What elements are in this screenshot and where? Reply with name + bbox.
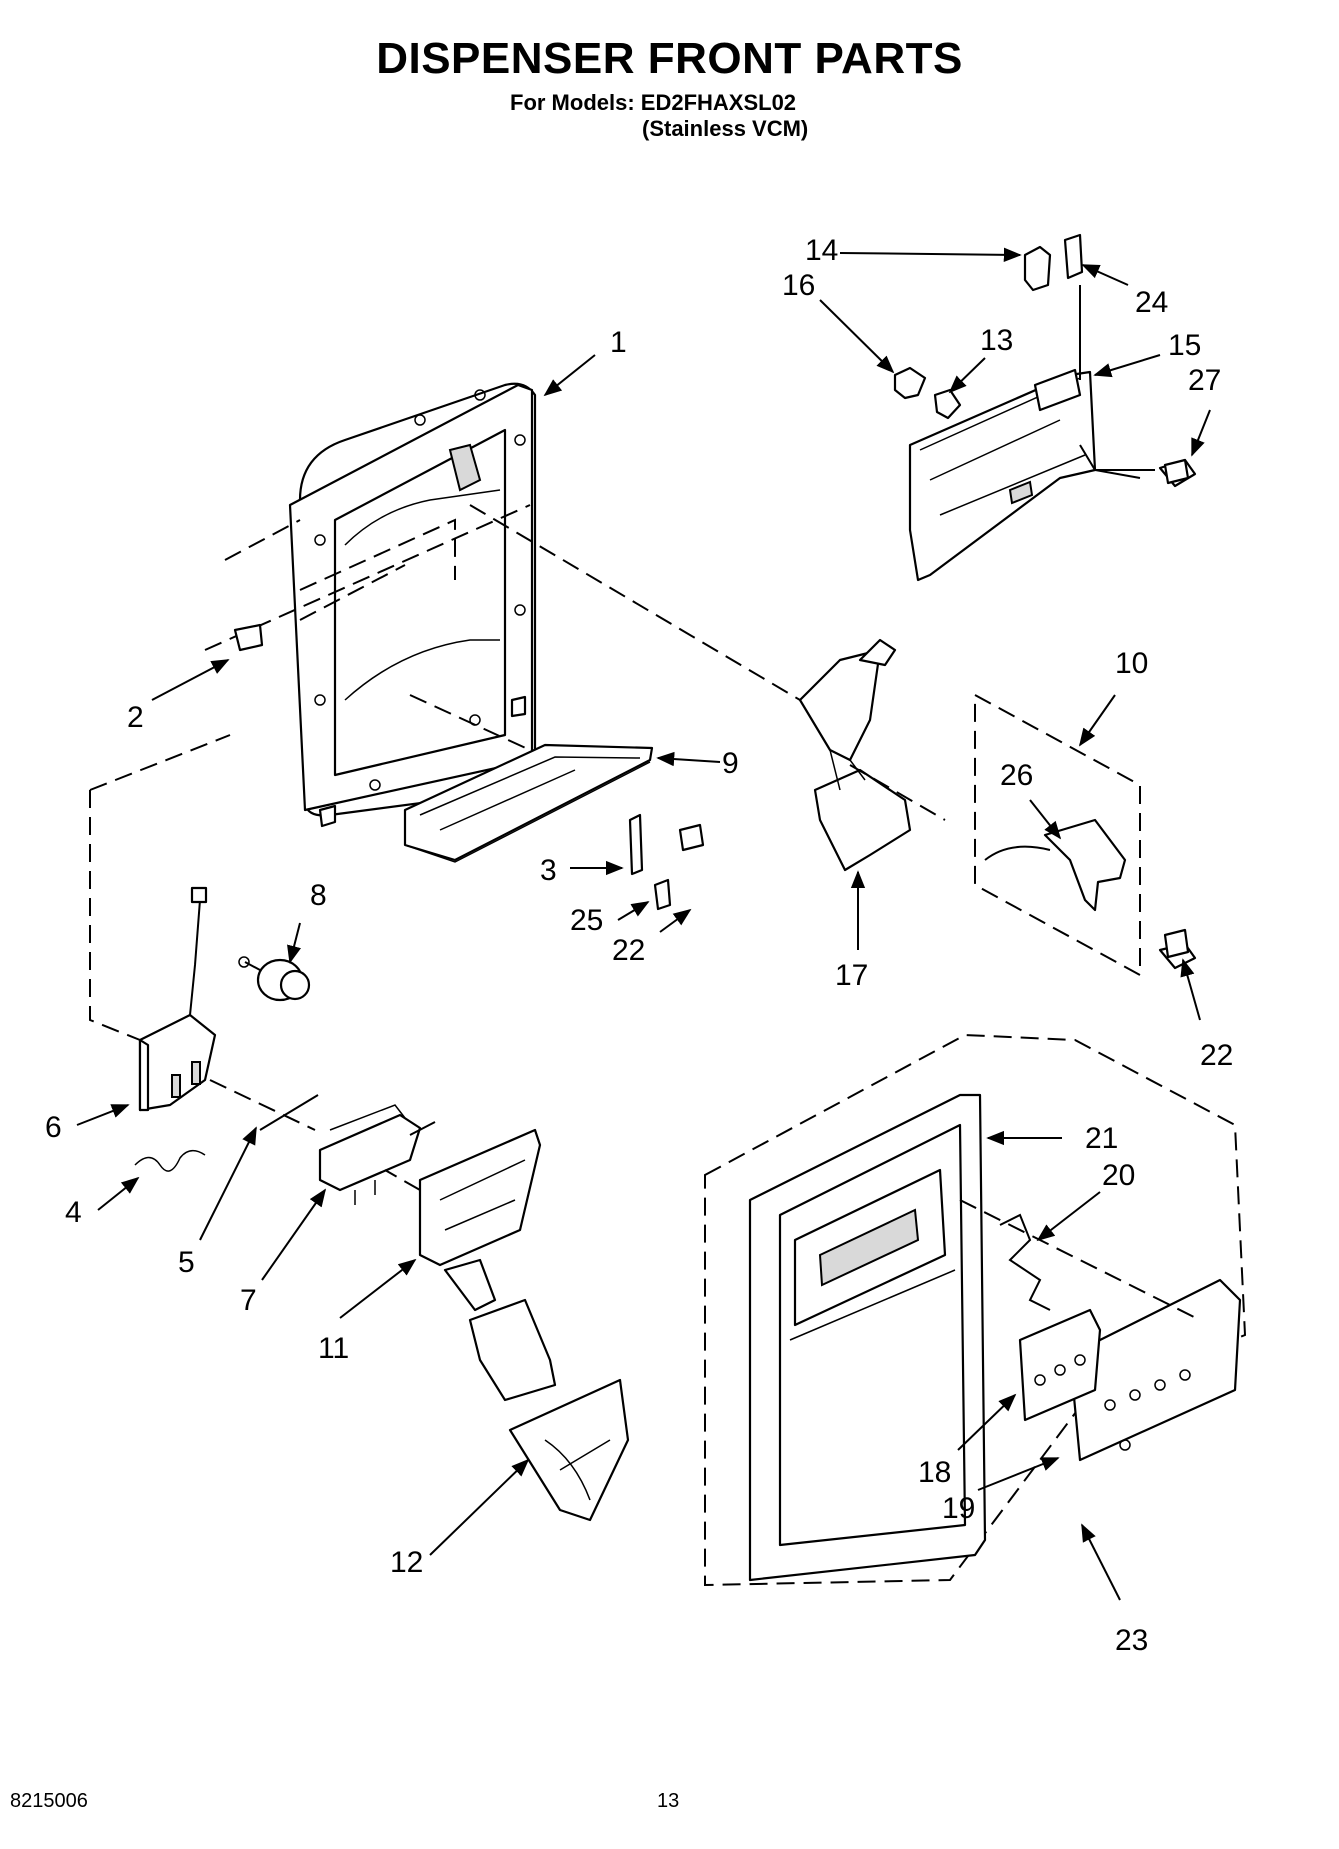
callout-5: 5 xyxy=(178,1246,195,1279)
callout-9: 9 xyxy=(722,747,739,780)
callout-24: 24 xyxy=(1135,286,1168,319)
page-number: 13 xyxy=(657,1790,680,1812)
callout-22b: 22 xyxy=(1200,1039,1233,1072)
callout-20: 20 xyxy=(1102,1159,1135,1192)
callout-10: 10 xyxy=(1115,647,1148,680)
callout-17: 17 xyxy=(835,959,868,992)
callout-19: 19 xyxy=(942,1492,975,1525)
callout-3: 3 xyxy=(540,854,557,887)
callout-6: 6 xyxy=(45,1111,62,1144)
callout-14: 14 xyxy=(805,234,838,267)
callout-16: 16 xyxy=(782,269,815,302)
page-title: DISPENSER FRONT PARTS xyxy=(376,34,963,83)
variant-line: (Stainless VCM) xyxy=(642,116,809,141)
part-water-actuator xyxy=(418,1128,557,1402)
callout-labels: 1 2 3 4 5 6 7 8 9 10 11 12 13 14 15 16 1… xyxy=(45,234,1233,1657)
callout-11: 11 xyxy=(318,1332,349,1365)
callout-18: 18 xyxy=(918,1456,951,1489)
part-control-box xyxy=(138,886,217,1112)
callout-22a: 22 xyxy=(612,934,645,967)
part-upper-module xyxy=(893,233,1197,582)
callout-13: 13 xyxy=(980,324,1013,357)
callout-1: 1 xyxy=(610,326,627,359)
callout-8: 8 xyxy=(310,879,327,912)
part-actuator-lever xyxy=(798,638,912,872)
part-motor xyxy=(238,956,311,1002)
callout-26: 26 xyxy=(1000,759,1033,792)
screws xyxy=(233,458,1190,959)
callout-21: 21 xyxy=(1085,1122,1118,1155)
callout-27: 27 xyxy=(1188,364,1221,397)
part-drip-tray xyxy=(403,743,654,863)
model-info: For Models: ED2FHAXSL02 (Stainless VCM) xyxy=(510,90,808,142)
callout-12: 12 xyxy=(390,1546,423,1579)
part-switch xyxy=(318,1104,436,1205)
callout-7: 7 xyxy=(240,1284,257,1317)
models-line: For Models: ED2FHAXSL02 xyxy=(510,90,797,115)
part-spring xyxy=(134,1149,206,1172)
part-pin xyxy=(259,1094,319,1131)
leader-arrows xyxy=(76,247,1211,1601)
callout-23: 23 xyxy=(1115,1624,1148,1657)
callout-4: 4 xyxy=(65,1196,82,1229)
callout-15: 15 xyxy=(1168,329,1201,362)
part-funnel-cup xyxy=(508,1378,630,1522)
part-clip xyxy=(628,813,672,911)
callout-2: 2 xyxy=(127,701,144,734)
callout-25: 25 xyxy=(570,904,603,937)
part-front-bezel-assembly xyxy=(704,1033,1247,1587)
part-dispenser-housing xyxy=(288,382,537,828)
doc-number: 8215006 xyxy=(10,1790,88,1812)
